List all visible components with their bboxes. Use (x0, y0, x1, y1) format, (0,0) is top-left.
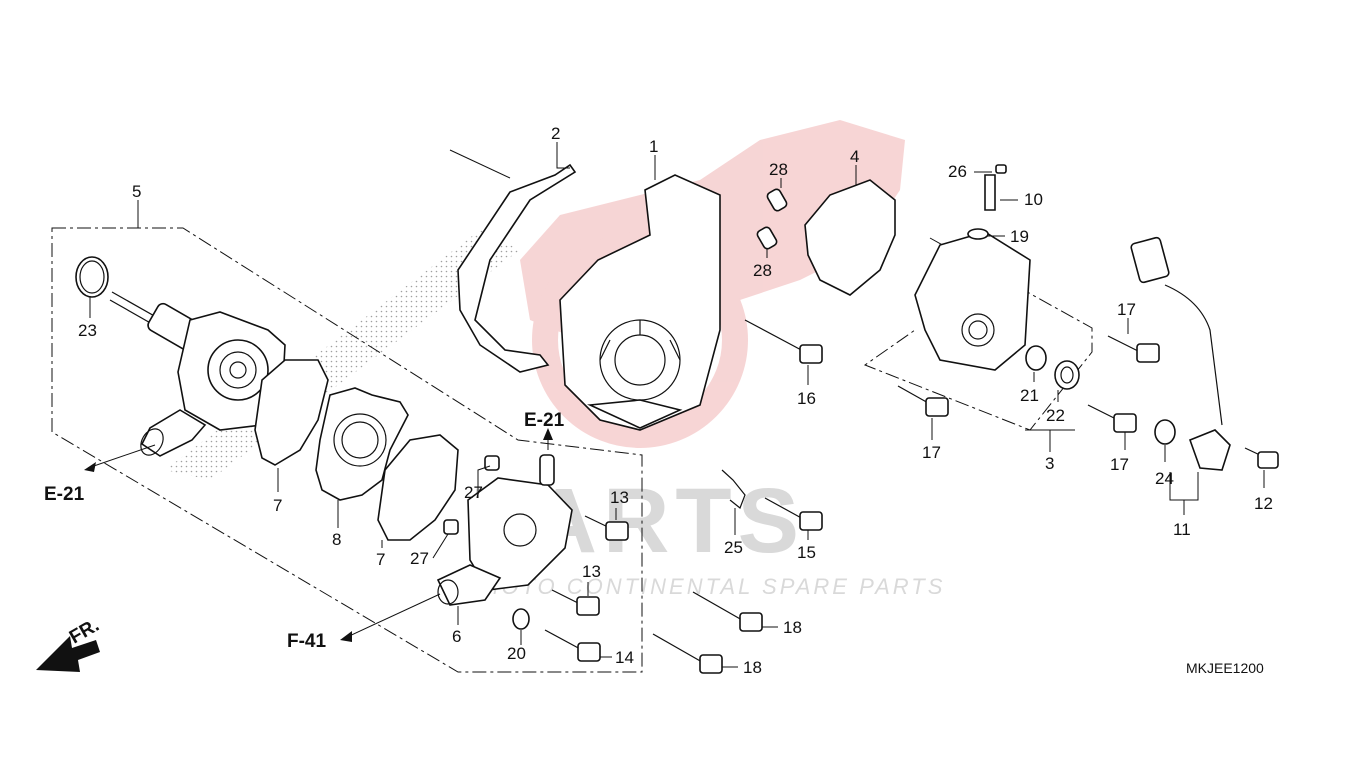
bearing-21 (1025, 345, 1047, 371)
cover-gasket-4 (804, 179, 896, 296)
callout-7-right: 7 (376, 550, 385, 569)
callout-16: 16 (797, 389, 816, 408)
dowel-pin-27-lower (443, 519, 459, 535)
callout-10: 10 (1024, 190, 1043, 209)
callout-3: 3 (1045, 454, 1054, 473)
cover-1 (559, 174, 721, 431)
callout-numbers: 1 2 3 4 5 6 7 7 8 10 11 12 13 13 14 15 1… (78, 124, 1273, 677)
callout-13-lower: 13 (582, 562, 601, 581)
bolt-12 (1244, 447, 1279, 469)
impeller-plate-8 (315, 387, 409, 501)
oil-seal-22 (1054, 360, 1080, 390)
watermark-tagline: MOTO CONTINENTAL SPARE PARTS (480, 574, 945, 599)
callout-17-right-upper: 17 (1117, 300, 1136, 319)
callout-22: 22 (1046, 406, 1065, 425)
callout-7-left: 7 (273, 496, 282, 515)
callout-28-upper: 28 (769, 160, 788, 179)
bolt-17a (1107, 335, 1160, 363)
callout-23: 23 (78, 321, 97, 340)
callout-8: 8 (332, 530, 341, 549)
callout-20: 20 (507, 644, 526, 663)
callout-28-lower: 28 (753, 261, 772, 280)
bolt-18a (692, 591, 763, 632)
washer-20 (512, 608, 530, 630)
callout-17-right-lower: 17 (1110, 455, 1129, 474)
callout-15: 15 (797, 543, 816, 562)
callout-6: 6 (452, 627, 461, 646)
callout-18-upper: 18 (783, 618, 802, 637)
bolts (544, 319, 1279, 674)
front-direction-indicator: FR. (36, 615, 103, 672)
front-arrow-icon (36, 636, 100, 672)
callout-25: 25 (724, 538, 743, 557)
callout-1: 1 (649, 137, 658, 156)
callout-27-lower: 27 (410, 549, 429, 568)
gasket-7-left (254, 359, 329, 466)
bolt-15 (764, 497, 823, 531)
nut-26 (995, 164, 1007, 174)
bolt-14 (544, 629, 601, 662)
dowel-pin-27-upper (484, 455, 500, 471)
bolt-13b (551, 589, 600, 616)
cover-gasket-2 (457, 163, 577, 373)
collar-28-upper (766, 188, 788, 212)
callout-19: 19 (1010, 227, 1029, 246)
gasket-7-right (377, 434, 459, 541)
callout-2: 2 (551, 124, 560, 143)
callout-17-left: 17 (922, 443, 941, 462)
o-ring-24 (1154, 419, 1176, 445)
water-pump-assembly-outline (51, 227, 643, 673)
callout-26: 26 (948, 162, 967, 181)
callout-14: 14 (615, 648, 634, 667)
front-direction-label: FR. (66, 615, 103, 648)
callout-5: 5 (132, 182, 141, 201)
diagram-code: MKJEE1200 (1186, 660, 1264, 676)
leader-lines (89, 142, 1265, 668)
ref-f41: F-41 (287, 631, 327, 652)
callout-4: 4 (850, 147, 859, 166)
bolt-16 (744, 319, 823, 364)
collar-28-lower (756, 226, 778, 250)
callout-13-upper: 13 (610, 488, 629, 507)
o-ring-19 (967, 228, 989, 240)
thermo-sensor-10 (984, 174, 996, 211)
water-pump-body (109, 291, 286, 457)
bolt-13a (584, 515, 629, 541)
o-ring-23 (75, 256, 109, 298)
callout-18-lower: 18 (743, 658, 762, 677)
sensor-11 (1130, 236, 1231, 471)
callout-12: 12 (1254, 494, 1273, 513)
water-pump-cover-assembly-outline (863, 237, 1093, 431)
ref-e21-center: E-21 (524, 410, 565, 431)
callout-21: 21 (1020, 386, 1039, 405)
clip-25 (721, 469, 746, 509)
callout-11: 11 (1173, 520, 1191, 539)
shading-guide (449, 149, 511, 179)
bolt-18b (652, 633, 723, 674)
water-pump-cover-3 (914, 231, 1031, 371)
callout-27-upper: 27 (464, 483, 483, 502)
bolt-17b (897, 385, 949, 417)
reference-arrows (84, 428, 553, 642)
water-pump-cover-6 (436, 454, 573, 606)
callout-24: 24 (1155, 469, 1174, 488)
bolt-17c (1087, 404, 1137, 433)
ref-e21-left: E-21 (44, 484, 85, 505)
